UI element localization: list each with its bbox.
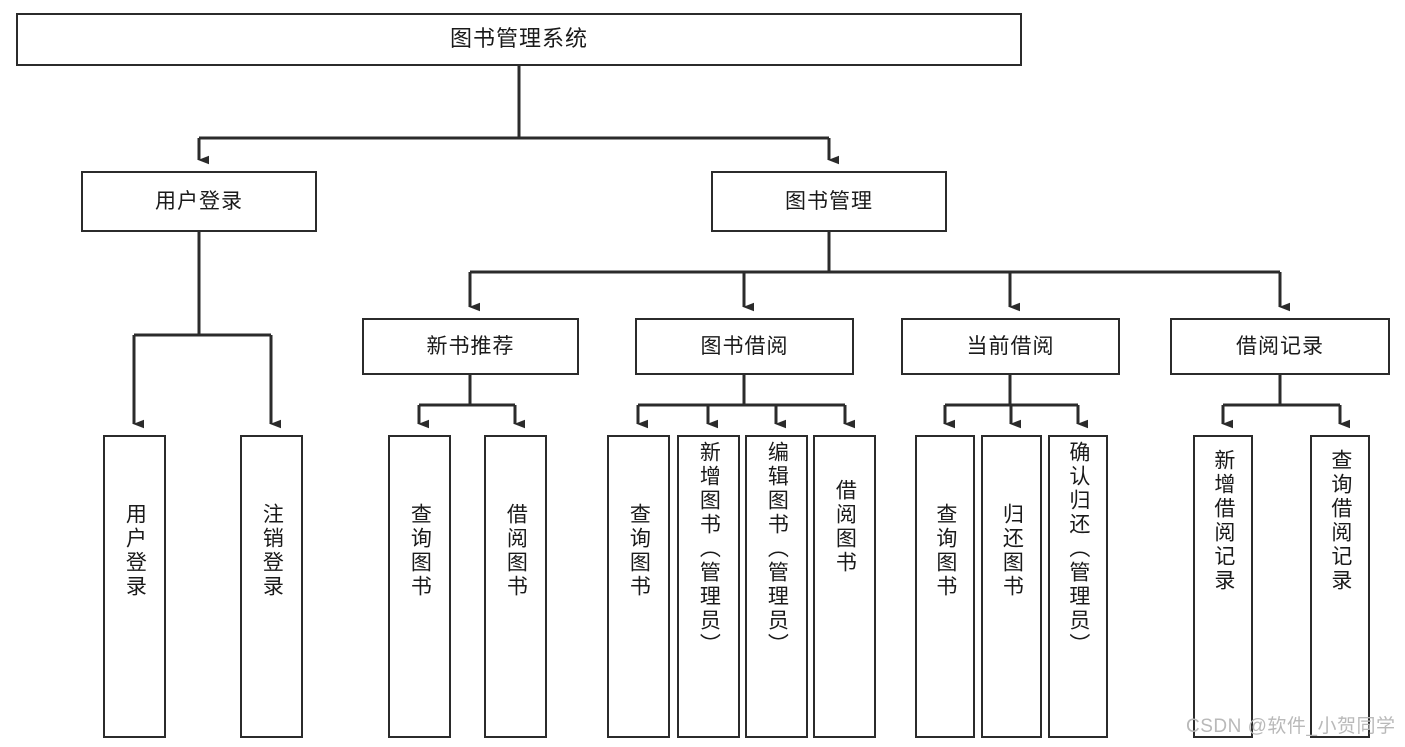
node-leaf-add-book-label: 新增图书（管理员） bbox=[697, 441, 721, 657]
node-leaf-user-logout[interactable]: 注销登录 bbox=[240, 435, 303, 738]
node-leaf-query-book-rec[interactable]: 查询图书 bbox=[388, 435, 451, 738]
node-leaf-query-book-borrow[interactable]: 查询图书 bbox=[607, 435, 670, 738]
node-leaf-query-book-cur-label: 查询图书 bbox=[933, 503, 957, 599]
node-root[interactable]: 图书管理系统 bbox=[16, 13, 1022, 66]
node-current-borrow-label: 当前借阅 bbox=[966, 334, 1055, 358]
csdn-watermark: CSDN @软件_小贺同学 bbox=[1186, 716, 1396, 737]
node-book-manage[interactable]: 图书管理 bbox=[711, 171, 947, 232]
node-leaf-query-record[interactable]: 查询借阅记录 bbox=[1310, 435, 1370, 738]
node-leaf-confirm-return-label: 确认归还（管理员） bbox=[1066, 441, 1090, 657]
node-leaf-borrow-book-rec-label: 借阅图书 bbox=[504, 503, 528, 599]
node-new-book-recommend-label: 新书推荐 bbox=[426, 334, 515, 358]
node-leaf-return-book-label: 归还图书 bbox=[1000, 503, 1024, 599]
node-current-borrow[interactable]: 当前借阅 bbox=[901, 318, 1120, 375]
node-leaf-borrow-book-rec[interactable]: 借阅图书 bbox=[484, 435, 547, 738]
node-leaf-add-record[interactable]: 新增借阅记录 bbox=[1193, 435, 1253, 738]
node-leaf-query-record-label: 查询借阅记录 bbox=[1328, 449, 1352, 593]
node-book-borrow-label: 图书借阅 bbox=[700, 334, 789, 358]
node-user-login[interactable]: 用户登录 bbox=[81, 171, 317, 232]
node-leaf-borrow-book-label: 借阅图书 bbox=[833, 479, 857, 575]
node-leaf-user-logout-label: 注销登录 bbox=[260, 503, 284, 599]
node-book-borrow[interactable]: 图书借阅 bbox=[635, 318, 854, 375]
node-book-manage-label: 图书管理 bbox=[785, 189, 873, 213]
node-leaf-query-book-rec-label: 查询图书 bbox=[408, 503, 432, 599]
node-leaf-edit-book-label: 编辑图书（管理员） bbox=[765, 441, 789, 657]
node-leaf-query-book-borrow-label: 查询图书 bbox=[627, 503, 651, 599]
node-borrow-record[interactable]: 借阅记录 bbox=[1170, 318, 1390, 375]
node-leaf-return-book[interactable]: 归还图书 bbox=[981, 435, 1042, 738]
node-leaf-add-book[interactable]: 新增图书（管理员） bbox=[677, 435, 740, 738]
node-leaf-user-login[interactable]: 用户登录 bbox=[103, 435, 166, 738]
node-user-login-label: 用户登录 bbox=[155, 189, 243, 213]
node-leaf-add-record-label: 新增借阅记录 bbox=[1211, 449, 1235, 593]
node-leaf-borrow-book[interactable]: 借阅图书 bbox=[813, 435, 876, 738]
node-leaf-user-login-label: 用户登录 bbox=[123, 503, 147, 599]
node-leaf-edit-book[interactable]: 编辑图书（管理员） bbox=[745, 435, 808, 738]
node-leaf-confirm-return[interactable]: 确认归还（管理员） bbox=[1048, 435, 1108, 738]
node-leaf-query-book-cur[interactable]: 查询图书 bbox=[915, 435, 975, 738]
node-root-label: 图书管理系统 bbox=[449, 26, 588, 52]
node-borrow-record-label: 借阅记录 bbox=[1236, 334, 1324, 358]
node-new-book-recommend[interactable]: 新书推荐 bbox=[362, 318, 579, 375]
